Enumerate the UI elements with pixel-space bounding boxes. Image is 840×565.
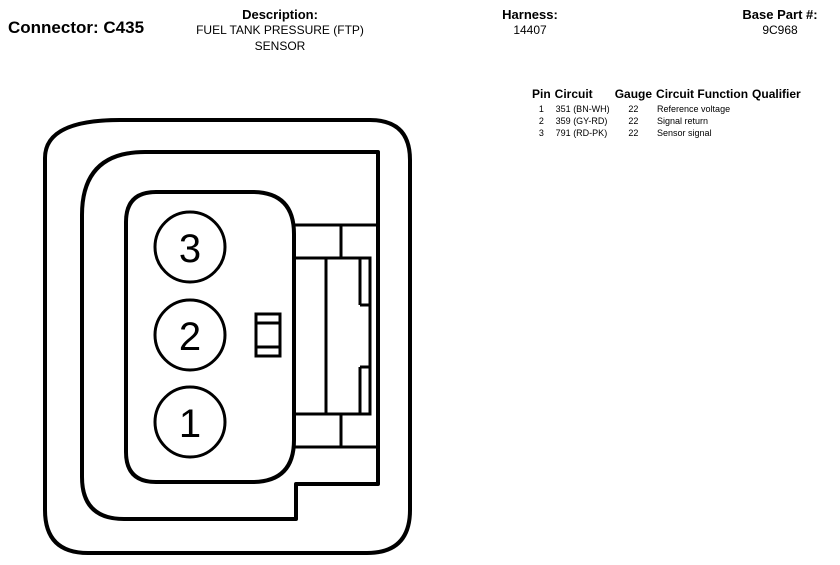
connector-inner-wall [80,150,380,521]
row-gauge: 22 [628,104,639,114]
header-pin: Pin [532,87,551,101]
base-part-label: Base Part #: [742,7,818,22]
harness-value: 14407 [513,23,547,37]
description-label: Description: [242,7,318,22]
description-line-2: SENSOR [254,39,306,53]
row-circuit: 359 (GY-RD) [555,116,608,126]
pin-label-3: 3 [179,227,201,271]
row-circuit: 791 (RD-PK) [555,128,608,138]
pin-cavity-body [124,190,296,484]
row-function: Reference voltage [657,104,731,114]
description-line-1: FUEL TANK PRESSURE (FTP) [196,23,364,37]
header-circuit-function: Circuit Function [656,87,749,101]
pin-cavity-3 [153,210,227,284]
row-pin: 2 [538,116,544,126]
description-block: Description: FUEL TANK PRESSURE (FTP) SE… [180,7,380,54]
harness-block: Harness: 14407 [480,7,580,38]
row-circuit: 351 (BN-WH) [555,104,610,114]
table-row: 2 359 (GY-RD) 22 Signal return [530,115,803,127]
pin-table: Pin Circuit Gauge Circuit Function Quali… [530,87,803,139]
row-function: Signal return [657,116,709,126]
row-function: Sensor signal [657,128,712,138]
pin-table-header-row: Pin Circuit Gauge Circuit Function Quali… [530,87,803,103]
table-row: 1 351 (BN-WH) 22 Reference voltage [530,103,803,115]
pin-cavity-2 [153,298,227,372]
pin-cavity-1 [153,385,227,459]
header-gauge: Gauge [614,87,653,101]
base-part-block: Base Part #: 9C968 [720,7,840,38]
header-qualifier: Qualifier [752,87,801,101]
row-gauge: 22 [628,116,639,126]
connector-title: Connector: C435 [8,18,145,37]
header-circuit: Circuit [554,87,593,101]
terminal-lock-rail [294,223,378,449]
pin-label-2: 2 [179,315,201,359]
harness-label: Harness: [502,7,558,22]
table-row: 3 791 (RD-PK) 22 Sensor signal [530,127,803,139]
row-pin: 3 [538,128,544,138]
latch-tab [254,312,282,358]
connector-outer-shell [43,118,412,555]
base-part-value: 9C968 [762,23,798,37]
row-pin: 1 [538,104,544,114]
row-gauge: 22 [628,128,639,138]
pin-label-1: 1 [179,402,201,446]
